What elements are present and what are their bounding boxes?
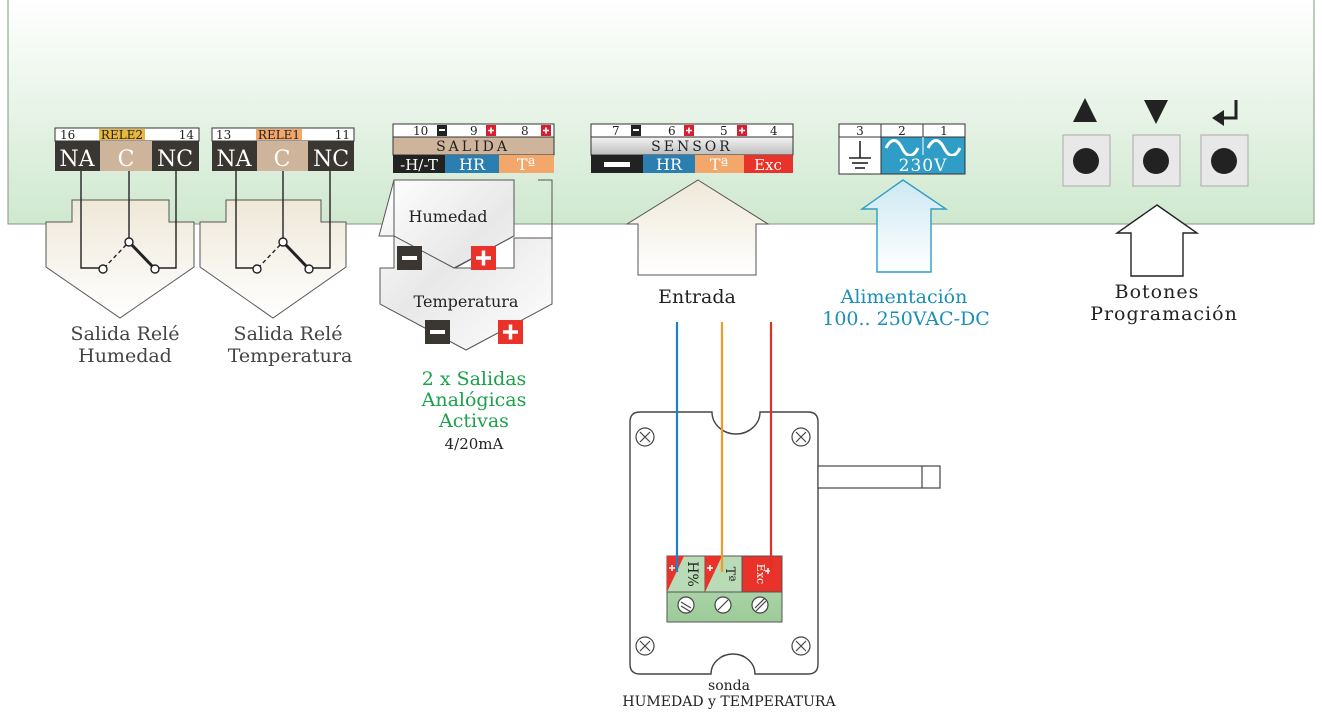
relay1-terminal-nc: NC [313, 147, 349, 172]
relay1-caption-1: Salida Relé [234, 323, 343, 345]
down-arrow-icon [1144, 100, 1168, 124]
sensor-title: SENSOR [651, 139, 733, 155]
ac-sine-icon-2 [926, 139, 962, 157]
power-caption-1: Alimentación [840, 286, 968, 308]
ac-sine-icon-1 [884, 139, 920, 157]
sensor-terminal-ta: Tª [710, 155, 729, 174]
probe-housing [629, 411, 819, 675]
up-arrow-icon [1073, 98, 1097, 122]
salida-block: 10 9 8 SALIDA -H/-T HR Tª Humedad Temper… [378, 123, 555, 351]
relay2-switch-icon [80, 171, 177, 274]
salida-pin-8: 8 [521, 124, 529, 138]
buttons-block: Botones Programación [1062, 98, 1249, 325]
device-panel [7, 0, 1315, 225]
buttons-arrow [1114, 204, 1200, 277]
salida-pin-9: 9 [470, 124, 478, 138]
up-button[interactable] [1062, 134, 1111, 187]
sensor-block: 7 6 5 4 SENSOR HR Tª Exc Entrada [590, 123, 794, 308]
salida-pin-10: 10 [413, 124, 428, 138]
probe-stem [817, 465, 941, 489]
relay2-arrow [45, 199, 195, 319]
buttons-caption-1: Botones [1115, 281, 1200, 303]
relay2-terminal-na: NA [59, 147, 95, 172]
relay1-terminal-na: NA [216, 147, 252, 172]
relay2-block: 16 RELE2 14 NA C NC [45, 127, 200, 319]
power-voltage: 230V [899, 156, 948, 176]
salida-terminal-hr: HR [459, 155, 486, 174]
enter-button[interactable] [1200, 134, 1249, 187]
relay2-terminal-c: C [118, 147, 135, 172]
relay1-caption-2: Temperatura [228, 345, 353, 367]
enter-icon [1212, 100, 1238, 126]
relay2-name: RELE2 [101, 128, 143, 142]
power-pin-1: 1 [940, 124, 948, 138]
input-arrow [625, 179, 770, 276]
probe-caption-2: HUMEDAD y TEMPERATURA [622, 694, 836, 710]
relay2-caption-1: Salida Relé [71, 323, 180, 345]
relay1-block: 13 RELE1 11 NA C NC [199, 127, 355, 319]
power-caption-2: 100.. 250VAC-DC [822, 308, 990, 330]
analog-caption-4: 4/20mA [445, 435, 504, 453]
power-pin-2: 2 [898, 124, 906, 138]
sensor-caption: Entrada [658, 286, 736, 308]
salida-title: SALIDA [436, 139, 510, 155]
relay2-pin-left: 16 [60, 128, 75, 142]
relay1-terminal-c: C [274, 147, 291, 172]
probe-terminal-exc: Exc [754, 564, 767, 584]
temperatura-arrow-label: Temperatura [414, 292, 519, 311]
probe: H% Tª Exc sonda HUMEDAD y TEMPERATURA [622, 411, 941, 710]
buttons-caption-2: Programación [1090, 303, 1238, 325]
probe-terminal-h: H% [684, 561, 700, 587]
probe-terminal-ta: Tª [722, 567, 737, 582]
relay1-pin-left: 13 [216, 128, 231, 142]
ground-icon [849, 141, 871, 169]
sensor-pin-6: 6 [668, 124, 676, 138]
sensor-terminal-hr: HR [656, 155, 683, 174]
salida-terminal-ta: Tª [517, 155, 536, 174]
down-button[interactable] [1132, 134, 1181, 187]
sensor-terminal-exc: Exc [754, 156, 782, 174]
sensor-pin-7: 7 [612, 124, 620, 138]
probe-caption-1: sonda [708, 678, 750, 694]
humedad-arrow-label: Humedad [409, 207, 488, 226]
analog-caption-3: Activas [438, 410, 509, 432]
relay1-switch-icon [235, 171, 331, 274]
sensor-pin-5: 5 [720, 124, 728, 138]
analog-caption-2: Analógicas [421, 389, 527, 411]
probe-wires [675, 322, 773, 572]
power-arrow [859, 179, 949, 273]
relay2-pin-right: 14 [179, 128, 195, 142]
relay1-pin-right: 11 [335, 128, 350, 142]
analog-caption-1: 2 x Salidas [422, 368, 527, 390]
power-block: 3 2 1 230V Alimentación 100.. 250VAC-DC [822, 123, 990, 330]
relay1-name: RELE1 [258, 128, 300, 142]
sensor-pin-4: 4 [770, 124, 778, 138]
salida-terminal-minus: -H/-T [400, 156, 438, 174]
power-pin-3: 3 [856, 124, 864, 138]
relay2-terminal-nc: NC [157, 147, 193, 172]
screw-icon [635, 427, 811, 656]
terminal-screw-icon [677, 596, 769, 614]
relay2-caption-2: Humedad [78, 345, 172, 367]
sensor-terminal-minus [604, 162, 630, 167]
